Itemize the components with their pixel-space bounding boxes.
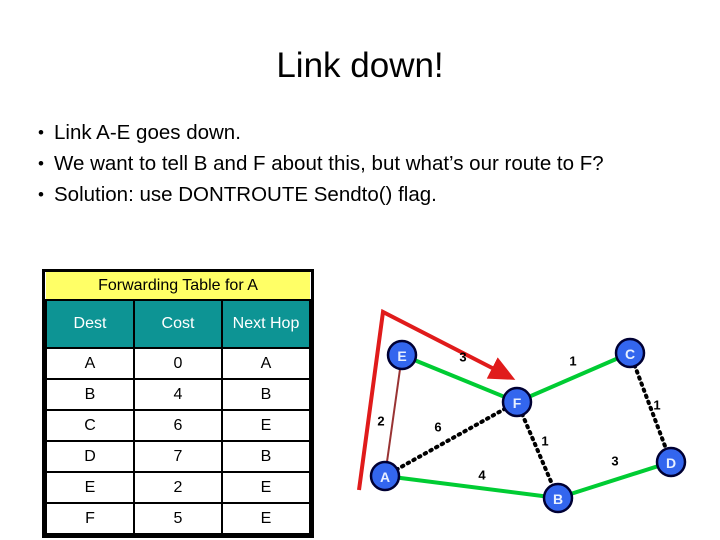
table-row: D 7 B <box>45 440 311 473</box>
cell-cost: 0 <box>133 347 223 380</box>
edge-A-F <box>383 400 519 478</box>
network-topology-diagram: 3 1 4 3 6 1 1 2 E C F A B D <box>330 295 720 540</box>
bullet-item-3: • Solution: use DONTROUTE Sendto() flag. <box>28 180 693 210</box>
bullet-item-1: • Link A-E goes down. <box>28 118 693 148</box>
table-row: E 2 E <box>45 471 311 504</box>
cell-dest: D <box>45 440 135 473</box>
node-E-circle[interactable] <box>386 339 418 371</box>
table-row: A 0 A <box>45 347 311 380</box>
cell-next-hop: E <box>221 502 311 535</box>
column-header-dest: Dest <box>45 299 135 349</box>
edge-F-C <box>516 351 631 404</box>
edge-F-B <box>515 400 560 500</box>
bullet-text-2: We want to tell B and F about this, but … <box>54 152 604 175</box>
bullet-text-1: Link A-E goes down. <box>54 121 241 144</box>
down-link-annotation-arrow <box>357 308 516 491</box>
edge-weight-A-F: 6 <box>434 420 441 435</box>
cell-dest: F <box>45 502 135 535</box>
cell-dest: E <box>45 471 135 504</box>
node-B-label: B <box>553 491 563 507</box>
bullet-list: • Link A-E goes down. • We want to tell … <box>28 118 693 211</box>
cell-cost: 6 <box>133 409 223 442</box>
cell-cost: 2 <box>133 471 223 504</box>
table-row: C 6 E <box>45 409 311 442</box>
cell-next-hop: E <box>221 471 311 504</box>
column-header-cost: Cost <box>133 299 223 349</box>
forwarding-table-grid: Forwarding Table for A Dest Cost Next Ho… <box>45 272 311 535</box>
node-A-label: A <box>380 469 390 485</box>
bullet-marker-icon: • <box>38 123 44 142</box>
cell-cost: 5 <box>133 502 223 535</box>
node-F-label: F <box>513 395 522 411</box>
edge-C-D <box>628 351 673 464</box>
bullet-marker-icon: • <box>38 185 44 204</box>
edge-weight-A-B: 4 <box>478 468 486 483</box>
table-caption-row: Forwarding Table for A <box>46 272 310 301</box>
edge-weight-F-C: 1 <box>569 354 576 369</box>
node-C-circle[interactable] <box>614 337 646 369</box>
edge-weight-B-D: 3 <box>611 454 618 469</box>
edge-weight-F-B: 1 <box>541 434 548 449</box>
node-F-circle[interactable] <box>501 386 533 418</box>
cell-cost: 7 <box>133 440 223 473</box>
edge-weight-A-E: 2 <box>377 414 384 429</box>
cell-next-hop: E <box>221 409 311 442</box>
table-row: B 4 B <box>45 378 311 411</box>
edge-B-D <box>557 460 672 500</box>
node-C-label: C <box>625 346 635 362</box>
node-D-label: D <box>666 455 676 471</box>
cell-dest: A <box>45 347 135 380</box>
cell-dest: B <box>45 378 135 411</box>
forwarding-table-caption: Forwarding Table for A <box>46 272 310 301</box>
edge-A-B <box>384 474 559 500</box>
forwarding-table: Forwarding Table for A Dest Cost Next Ho… <box>42 269 314 538</box>
node-B-circle[interactable] <box>542 482 574 514</box>
node-E-label: E <box>397 348 406 364</box>
cell-cost: 4 <box>133 378 223 411</box>
page-title: Link down! <box>276 46 444 85</box>
table-row: F 5 E <box>45 502 311 535</box>
cell-next-hop: A <box>221 347 311 380</box>
table-header-row: Dest Cost Next Hop <box>45 299 311 349</box>
node-D-circle[interactable] <box>655 446 687 478</box>
node-A-circle[interactable] <box>369 460 401 492</box>
cell-next-hop: B <box>221 378 311 411</box>
cell-dest: C <box>45 409 135 442</box>
edge-A-E-down <box>384 354 403 477</box>
cell-next-hop: B <box>221 440 311 473</box>
edge-weight-C-D: 1 <box>653 398 660 413</box>
bullet-text-3: Solution: use DONTROUTE Sendto() flag. <box>54 183 437 206</box>
bullet-item-2: • We want to tell B and F about this, bu… <box>28 149 693 179</box>
column-header-next-hop: Next Hop <box>221 299 311 349</box>
bullet-marker-icon: • <box>38 154 44 173</box>
edge-weight-E-F: 3 <box>459 350 466 365</box>
edge-E-F <box>401 353 518 404</box>
